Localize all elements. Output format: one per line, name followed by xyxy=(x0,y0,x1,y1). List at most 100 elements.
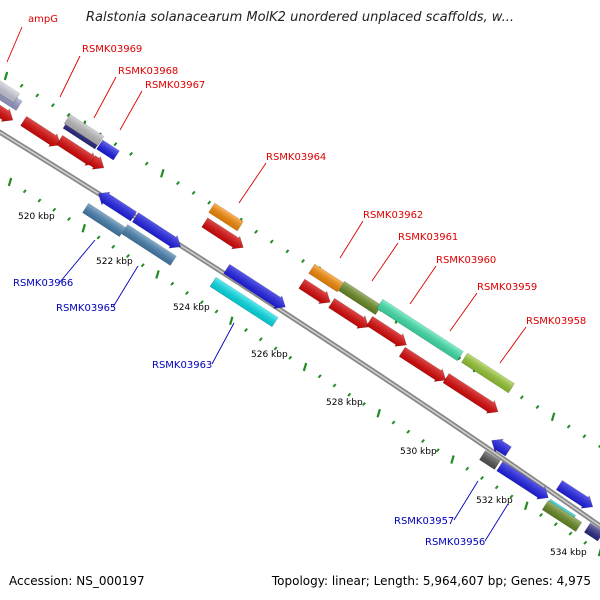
gene-label-rsmk03962: RSMK03962 xyxy=(363,210,423,221)
feature-gray[interactable] xyxy=(479,450,501,470)
feature-rsmk03967[interactable] xyxy=(96,139,120,161)
scale-labels: 520 kbp 522 kbp 524 kbp 526 kbp 528 kbp … xyxy=(18,212,587,558)
gene-label-rsmk03963: RSMK03963 xyxy=(152,360,212,371)
gene-label-rsmk03961: RSMK03961 xyxy=(398,232,458,243)
feature-rsmk03966[interactable] xyxy=(82,202,126,238)
gene-label-rsmk03964: RSMK03964 xyxy=(266,152,326,163)
leader-line xyxy=(93,76,117,119)
feature-rsmk03965[interactable] xyxy=(121,224,177,266)
feature-blue-5[interactable] xyxy=(555,479,597,513)
gene-labels-bottom[interactable]: RSMK03966 RSMK03965 RSMK03963 RSMK03957 … xyxy=(13,278,485,548)
tick-mark xyxy=(509,494,514,499)
scale-label: 522 kbp xyxy=(96,257,133,267)
scale-label: 524 kbp xyxy=(173,303,210,313)
leader-line xyxy=(6,26,23,63)
tick-mark xyxy=(140,263,145,268)
tick-mark xyxy=(160,169,165,178)
tick-mark xyxy=(228,316,234,326)
feature-rsmk03960[interactable] xyxy=(376,298,464,362)
tick-mark xyxy=(519,395,524,400)
gene-features[interactable] xyxy=(0,76,600,542)
tick-mark xyxy=(362,401,366,407)
leader-line xyxy=(339,220,364,259)
genome-map[interactable]: 520 kbp 522 kbp 524 kbp 526 kbp 528 kbp … xyxy=(0,0,600,570)
leader-line xyxy=(484,503,509,542)
tick-mark xyxy=(254,229,259,234)
feature-rsmk03957[interactable] xyxy=(496,460,553,504)
tick-mark xyxy=(129,151,134,156)
tick-mark xyxy=(258,337,263,342)
tick-mark xyxy=(302,362,308,372)
tick-mark xyxy=(376,408,382,418)
scale-label: 520 kbp xyxy=(18,212,55,222)
feature-rsmk03961[interactable] xyxy=(338,280,382,316)
tick-mark xyxy=(81,223,87,233)
tick-mark xyxy=(391,420,396,425)
tick-mark xyxy=(22,189,27,194)
leader-line xyxy=(449,292,478,332)
feature-rsmk03963[interactable] xyxy=(209,276,279,328)
tick-mark xyxy=(175,181,180,186)
leader-line xyxy=(112,265,139,308)
tick-mark xyxy=(50,103,55,108)
feature-right-edge[interactable] xyxy=(583,522,600,542)
feature-blue-2[interactable] xyxy=(131,211,184,253)
gene-label-rsmk03965: RSMK03965 xyxy=(56,303,116,314)
feature-blue-1[interactable] xyxy=(94,187,138,222)
tick-mark xyxy=(301,258,305,264)
feature-red-8[interactable] xyxy=(398,346,450,387)
feature-red-4[interactable] xyxy=(201,216,248,254)
tick-mark xyxy=(347,392,352,397)
feature-red-9[interactable] xyxy=(442,372,502,418)
leader-line xyxy=(371,242,399,282)
feature-red-7[interactable] xyxy=(365,315,410,352)
tick-mark xyxy=(535,405,540,410)
tick-mark xyxy=(566,424,571,429)
tick-mark xyxy=(19,83,24,88)
feature-rsmk03956[interactable] xyxy=(541,500,583,532)
feature-blue-3[interactable] xyxy=(223,263,290,314)
tick-mark xyxy=(582,434,587,439)
tick-mark xyxy=(285,249,290,254)
leader-line xyxy=(211,322,235,365)
tick-mark xyxy=(155,270,160,279)
tick-mark xyxy=(317,374,322,379)
tick-mark xyxy=(583,540,588,545)
tick-mark xyxy=(435,448,440,453)
leader-line xyxy=(119,90,143,131)
tick-mark xyxy=(66,112,71,117)
tick-mark xyxy=(111,244,116,249)
tick-mark xyxy=(96,235,101,240)
tick-mark xyxy=(269,239,274,244)
label-leaders xyxy=(6,26,527,542)
scale-label: 532 kbp xyxy=(476,496,513,506)
tick-mark xyxy=(207,200,212,205)
tick-mark xyxy=(126,253,130,259)
feature-rsmk03959[interactable] xyxy=(461,352,515,394)
feature-blue-4[interactable] xyxy=(488,434,513,457)
feature-rsmk03968-top[interactable] xyxy=(63,114,105,146)
tick-mark xyxy=(3,71,9,81)
scale-ticks xyxy=(3,71,600,557)
feature-red-1[interactable] xyxy=(19,115,64,152)
feature-rsmk03962[interactable] xyxy=(308,263,344,293)
feature-red-3[interactable] xyxy=(88,154,108,174)
tick-mark xyxy=(273,346,278,351)
tick-mark xyxy=(170,281,175,286)
gene-label-rsmk03958: RSMK03958 xyxy=(526,316,586,327)
feature-red-6[interactable] xyxy=(327,297,372,334)
feature-ampG-top[interactable] xyxy=(0,76,20,104)
feature-rsmk03964[interactable] xyxy=(208,202,244,232)
feature-red-left[interactable] xyxy=(0,100,17,127)
map-title: Ralstonia solanacearum MolK2 unordered u… xyxy=(85,10,514,25)
gene-label-rsmk03967: RSMK03967 xyxy=(145,80,205,91)
gene-labels-top[interactable]: ampG RSMK03969 RSMK03968 RSMK03967 RSMK0… xyxy=(28,14,586,327)
tick-mark xyxy=(465,466,470,471)
gene-label-rsmk03966: RSMK03966 xyxy=(13,278,73,289)
tick-mark xyxy=(244,327,248,333)
tick-mark xyxy=(52,207,57,212)
tick-mark xyxy=(457,356,462,361)
scale-label: 530 kbp xyxy=(400,447,437,457)
gene-label-rsmk03957: RSMK03957 xyxy=(394,516,454,527)
feature-red-5[interactable] xyxy=(298,277,335,308)
